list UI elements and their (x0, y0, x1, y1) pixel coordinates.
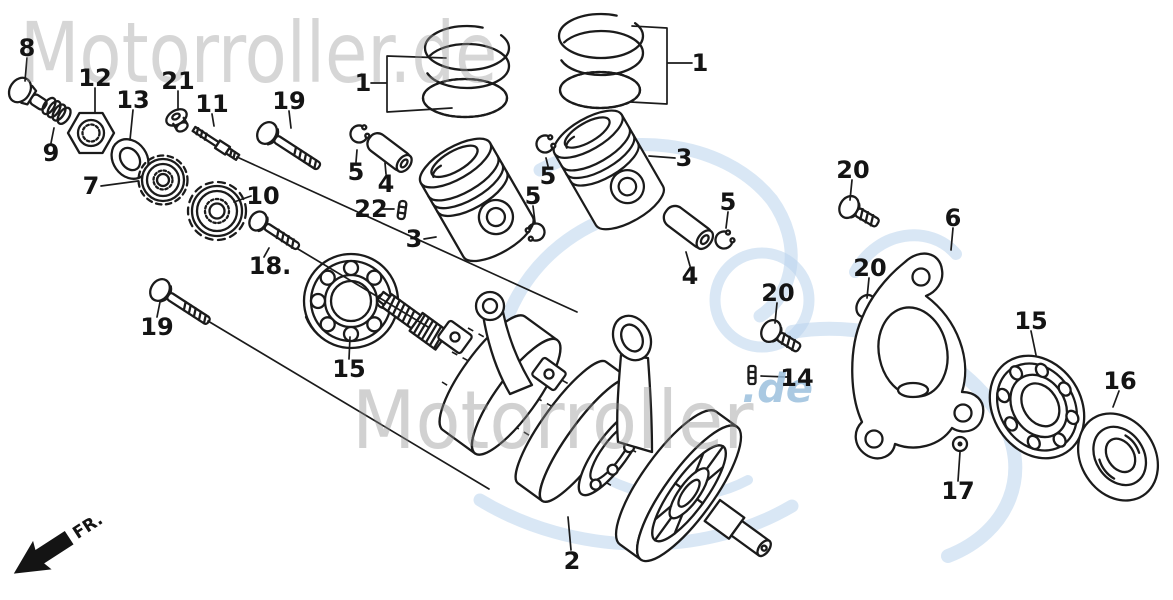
part-bolt-19-lower (149, 278, 211, 325)
part-gear-7 (137, 154, 189, 206)
part-pin-4-right (662, 204, 715, 251)
part-spring-washer-9 (41, 96, 72, 125)
part-bearing-plate-6 (851, 252, 985, 460)
part-dowel-pin-14 (747, 364, 757, 386)
front-direction-arrow: FR. (13, 510, 107, 574)
part-ring-set-1-right (557, 12, 645, 110)
part-piston-3-left (418, 137, 535, 263)
part-gear-10 (186, 180, 248, 242)
leader-lines (24, 25, 1120, 551)
part-bolt-8 (7, 76, 48, 111)
part-ring-set-1-left (421, 24, 511, 119)
part-bolt-18 (248, 210, 301, 251)
part-stud-11 (191, 125, 241, 161)
part-dowel-22 (396, 199, 408, 221)
front-arrow-icon (13, 530, 74, 574)
part-bolt-19-upper (256, 121, 322, 171)
part-circlip-5-b (535, 134, 557, 154)
part-piston-3-right (552, 109, 665, 231)
part-nut-17 (951, 435, 969, 453)
front-direction-label: FR. (69, 510, 106, 544)
part-lock-washer-21 (165, 108, 189, 133)
part-nut-12 (66, 111, 116, 155)
part-circlip-5-c (524, 222, 546, 242)
part-oil-seal-16 (1076, 412, 1160, 502)
part-screw-20-left (760, 318, 802, 353)
part-connecting-rod-right (611, 314, 654, 454)
part-screw-20-top (838, 194, 880, 228)
part-circlip-5-a (349, 124, 371, 144)
part-crankshaft-2 (376, 290, 772, 563)
part-circlip-5-d (714, 229, 736, 250)
part-bearing-15-left (302, 252, 400, 350)
part-bearing-15-right (988, 354, 1086, 460)
part-connecting-rod-left (474, 290, 534, 396)
part-pin-4-left (366, 132, 413, 173)
